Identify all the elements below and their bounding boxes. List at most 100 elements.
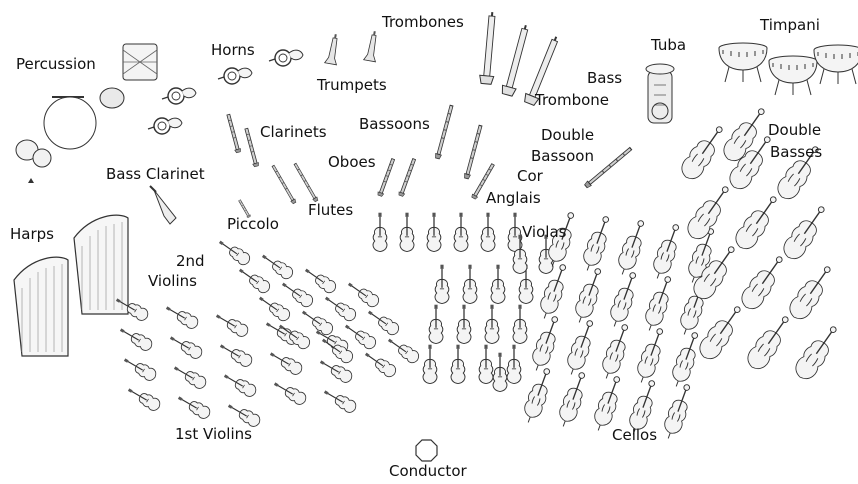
violin-icon (221, 370, 258, 398)
label-double-bassoon-line1: Double (541, 127, 594, 144)
cello-icon (614, 218, 650, 278)
cello-icon (660, 382, 696, 442)
violin-icon (117, 324, 154, 352)
bassoon-icons (434, 105, 483, 179)
label-bass-trombone-line1: Bass (587, 70, 622, 87)
double-bass-icon (737, 251, 789, 313)
label-timpani: Timpani (760, 17, 820, 34)
violin-icon (322, 293, 358, 323)
cello-icon (555, 370, 591, 430)
label-cor-anglais-line2: Anglais (486, 190, 541, 207)
label-trombones: Trombones (382, 14, 464, 31)
viola-icon (400, 213, 414, 252)
viola-icon (493, 353, 507, 392)
viola-icon (481, 213, 495, 252)
cello-icon (641, 274, 677, 334)
trumpet-icons (325, 30, 381, 65)
snare-drum-icon (100, 88, 124, 108)
violin-icon (175, 392, 212, 420)
gong-icon (44, 97, 96, 149)
violin-icon (236, 265, 272, 295)
cello-icon (528, 314, 564, 374)
cello-icon (668, 330, 704, 390)
violin-icon (267, 348, 304, 376)
viola-icon (451, 345, 465, 384)
violin-icon (217, 340, 254, 368)
cello-icon (571, 266, 607, 326)
violin-icon (213, 310, 250, 338)
first-violin-icons (113, 294, 358, 428)
label-tuba: Tuba (651, 37, 686, 54)
violin-icon (385, 335, 421, 365)
label-trumpets: Trumpets (317, 77, 387, 94)
viola-icon (454, 213, 468, 252)
double-bass-icon (785, 261, 837, 323)
label-bass-clarinet: Bass Clarinet (106, 166, 205, 183)
label-flutes: Flutes (308, 202, 353, 219)
double-bass-icon (791, 321, 843, 383)
viola-icon (479, 345, 493, 384)
violin-icon (125, 384, 162, 412)
flute-icons (271, 163, 319, 205)
viola-icon (435, 265, 449, 304)
viola-icon (423, 345, 437, 384)
label-second-violins-line1: 2nd (176, 253, 205, 270)
label-oboes: Oboes (328, 154, 376, 171)
double-bass-icon (743, 311, 795, 373)
viola-icon (491, 265, 505, 304)
viola-icon (373, 213, 387, 252)
violin-icon (279, 279, 315, 309)
violin-icon (365, 307, 401, 337)
label-conductor: Conductor (389, 463, 467, 480)
bass-drum-icon (123, 44, 157, 80)
violin-icon (121, 354, 158, 382)
cello-icon (649, 222, 685, 282)
violin-icon (302, 265, 338, 295)
cello-icon (598, 322, 634, 382)
cello-icons (520, 210, 720, 442)
label-harps: Harps (10, 226, 54, 243)
violin-icon (171, 362, 208, 390)
label-percussion: Percussion (16, 56, 96, 73)
cello-icon (579, 214, 615, 274)
double-bass-icon (779, 201, 831, 263)
viola-icon (513, 305, 527, 344)
label-bass-trombone-line2: Trombone (535, 92, 609, 109)
label-piccolo: Piccolo (227, 216, 279, 233)
label-cellos: Cellos (612, 427, 657, 444)
cello-icon (633, 326, 669, 386)
violin-icon (345, 279, 381, 309)
viola-icon (457, 305, 471, 344)
cello-icon (520, 366, 556, 426)
violin-icon (321, 386, 358, 414)
cymbal-icon (16, 140, 51, 183)
cello-icon (606, 270, 642, 330)
cello-icon (563, 318, 599, 378)
double-bass-icon (677, 121, 729, 183)
viola-icon (485, 305, 499, 344)
bass-clarinet-icon (150, 186, 176, 224)
label-first-violins: 1st Violins (175, 426, 252, 443)
viola-icon (427, 213, 441, 252)
viola-icon (429, 305, 443, 344)
violin-icon (259, 251, 295, 281)
double-bass-icon (731, 191, 783, 253)
tuba-icon (646, 64, 674, 123)
horn-icons (148, 50, 303, 134)
violin-icon (256, 293, 292, 323)
label-second-violins-line2: Violins (148, 273, 197, 290)
viola-icon (507, 345, 521, 384)
label-cor-anglais-line1: Cor (517, 168, 543, 185)
conductor-octagon-icon (416, 440, 437, 461)
violin-icon (216, 237, 252, 267)
violin-icon (362, 349, 398, 379)
label-horns: Horns (211, 42, 255, 59)
cello-icon (590, 374, 626, 434)
violin-icon (163, 302, 200, 330)
viola-icon (463, 265, 477, 304)
timpani-icons (719, 43, 858, 95)
label-bassoons: Bassoons (359, 116, 430, 133)
violin-icon (271, 378, 308, 406)
